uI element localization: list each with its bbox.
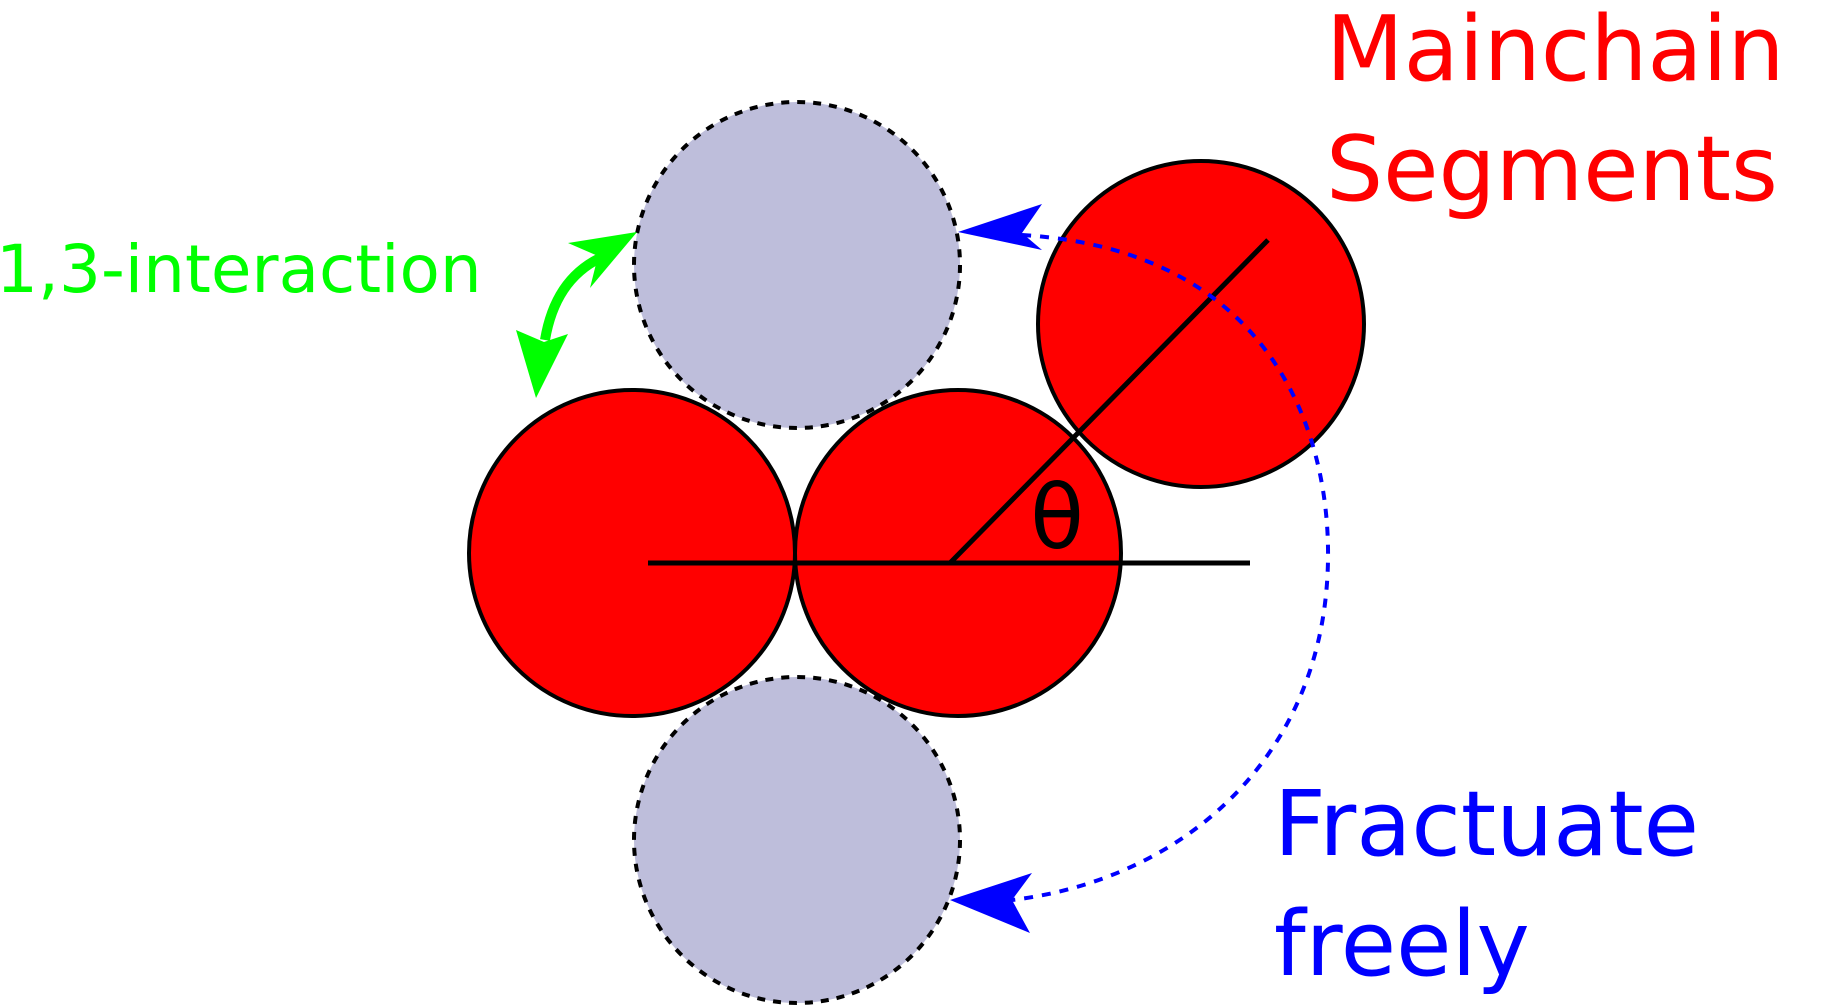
fluctuate-label-line2: freely xyxy=(1274,892,1530,997)
ghost-segment-bottom xyxy=(632,675,962,1005)
fluctuation-arc xyxy=(1011,233,1331,902)
mainchain-label-line1: Mainchain xyxy=(1326,0,1785,102)
fluctuate-label-line1: Fractuate xyxy=(1274,772,1699,877)
ghost-segment-top xyxy=(632,100,962,430)
fluctuation-arrowhead-top xyxy=(958,204,1042,250)
interaction-label: 1,3-interaction xyxy=(0,231,482,308)
interaction-arrowhead-top xyxy=(568,232,637,288)
segment-left xyxy=(467,388,797,718)
angle-theta-label: θ xyxy=(1030,466,1084,569)
bond-angle-line xyxy=(948,238,1270,565)
interaction-arrow-shaft xyxy=(540,253,603,341)
fluctuation-arrowhead-bottom xyxy=(950,873,1032,933)
interaction-arrowhead-bottom xyxy=(516,330,568,398)
segment-right xyxy=(1036,159,1366,489)
mainchain-label-line2: Segments xyxy=(1326,117,1778,222)
